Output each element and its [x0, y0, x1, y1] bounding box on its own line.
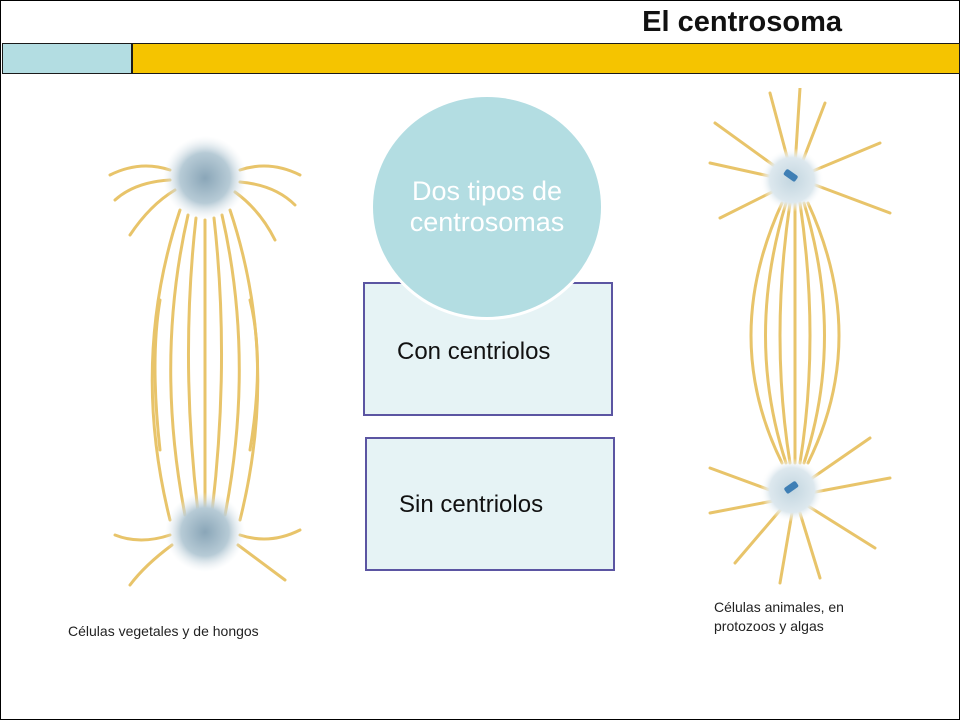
spindle-fibers	[108, 164, 302, 587]
animal-spindle-illustration	[708, 88, 892, 585]
header-bar-gold	[132, 43, 960, 74]
type-label-with-centrioles: Con centriolos	[397, 338, 551, 365]
centriole-top	[783, 169, 798, 182]
centriole-bottom	[784, 481, 799, 494]
type-label-without-centrioles: Sin centriolos	[399, 491, 544, 518]
caption-animal-cells-line1: Células animales, en	[714, 599, 844, 615]
header-bar-blue	[2, 43, 132, 74]
center-circle-label: Dos tipos de centrosomas	[409, 176, 565, 237]
center-circle: Dos tipos de centrosomas	[373, 97, 601, 317]
type-box-without-centrioles: Sin centriolos	[365, 437, 615, 571]
caption-animal-cells: Células animales, en protozoos y algas	[714, 598, 844, 636]
caption-animal-cells-line2: protozoos y algas	[714, 618, 824, 634]
centrosome-top	[163, 136, 247, 220]
centrosome-bottom	[165, 492, 245, 572]
slide-title: El centrosoma	[642, 6, 842, 38]
plant-spindle-illustration	[108, 136, 302, 587]
caption-plant-cells: Células vegetales y de hongos	[68, 623, 259, 639]
